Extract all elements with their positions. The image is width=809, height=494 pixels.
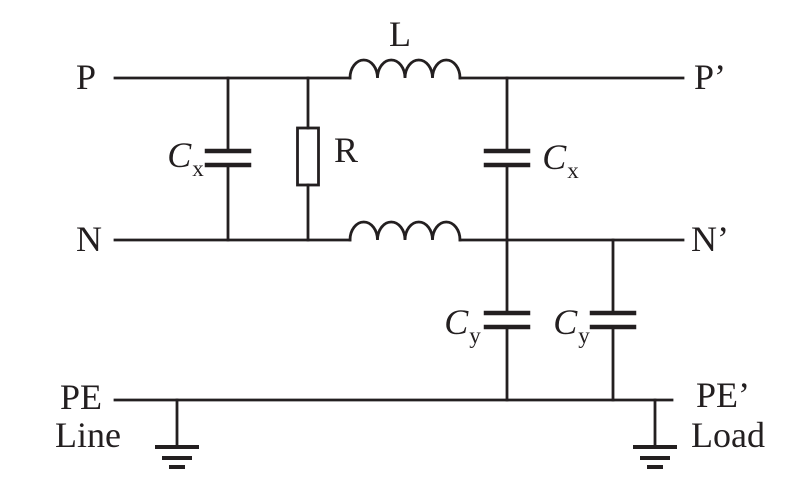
ground-symbol-left [155,398,199,469]
cx-symbol: C [542,137,567,177]
terminal-label-n: N [76,219,102,259]
resistor-label-r: R [333,130,359,170]
ground-symbol-right [633,398,677,469]
cy-symbol: C [553,302,578,342]
resistor-r [296,76,320,242]
cy-subscript: y [578,323,590,348]
cx-subscript: x [567,158,579,183]
terminal-label-pe-prime: PE’ [696,375,750,415]
capacitor-label-cy-left: Cy [444,302,481,347]
capacitor-cy-right [589,238,637,402]
capacitor-cy-left [483,238,531,402]
cy-subscript: y [469,323,481,348]
capacitor-cx-left [204,76,252,242]
inductor-label-l: L [389,14,411,54]
terminal-label-p-prime: P’ [694,57,727,97]
capacitor-label-cx-right: Cx [542,137,579,182]
cy-symbol: C [444,302,469,342]
terminal-label-p: P [76,57,97,97]
terminal-label-n-prime: N’ [691,219,729,259]
capacitor-label-cx-left: Cx [167,135,204,180]
side-label-line: Line [55,415,121,455]
side-label-load: Load [691,415,765,455]
terminal-label-pe: PE [60,377,103,417]
cx-subscript: x [192,156,204,181]
inductor-n-coil [348,220,462,242]
capacitor-cx-right [483,76,531,242]
inductor-p-coil [348,58,462,80]
capacitor-label-cy-right: Cy [553,302,590,347]
cx-symbol: C [167,135,192,175]
